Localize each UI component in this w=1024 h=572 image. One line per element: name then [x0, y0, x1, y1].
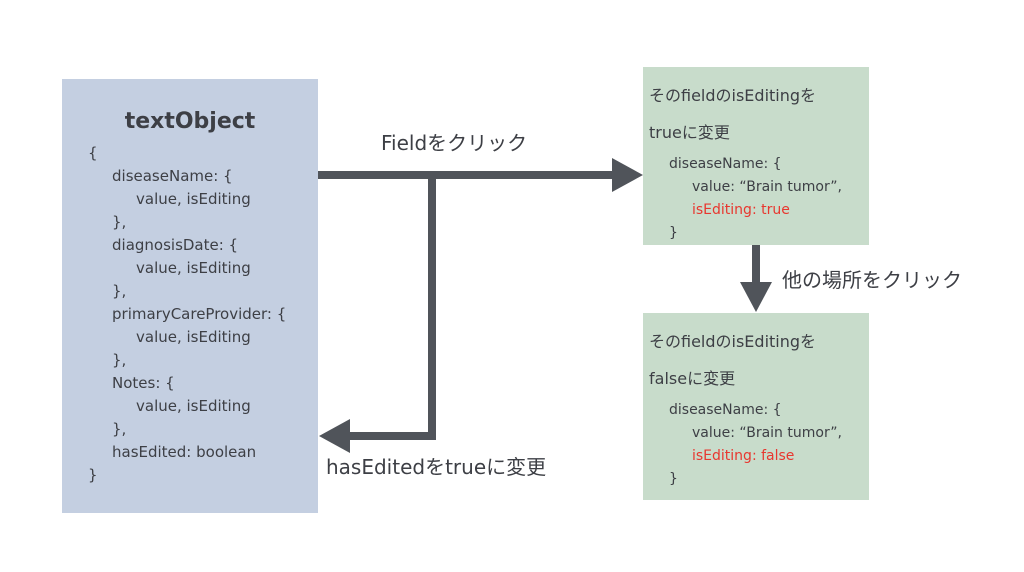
arrow-field-click-head: [612, 158, 643, 192]
code-line: },: [112, 282, 127, 300]
editing-false-box: そのfieldのisEditingを falseに変更 diseaseName:…: [643, 313, 869, 500]
code-line: }: [669, 225, 678, 241]
code-line: value, isEditing: [136, 397, 251, 415]
code-line: }: [669, 471, 678, 487]
code-line: diagnosisDate: {: [112, 236, 239, 254]
field-click-label: Fieldをクリック: [381, 131, 528, 155]
code-line: diseaseName: {: [112, 167, 233, 185]
code-line: {: [88, 144, 98, 162]
code-line: value, isEditing: [136, 328, 251, 346]
code-line: diseaseName: {: [669, 156, 782, 172]
editing-false-heading-line2: falseに変更: [649, 369, 736, 388]
arrow-other-click-head: [740, 282, 772, 312]
editing-true-box: そのfieldのisEditingを trueに変更 diseaseName: …: [643, 67, 869, 245]
editing-true-heading-line2: trueに変更: [649, 123, 730, 142]
code-line: value: “Brain tumor”,: [692, 425, 842, 441]
code-line: primaryCareProvider: {: [112, 305, 287, 323]
highlighted-code-line: isEditing: false: [692, 448, 795, 464]
has-edited-label: hasEditedをtrueに変更: [326, 455, 547, 479]
code-line: value, isEditing: [136, 190, 251, 208]
arrow-has-edited-head: [319, 419, 350, 453]
arrow-has-edited-line: [350, 175, 436, 440]
code-line: },: [112, 213, 127, 231]
code-line: },: [112, 351, 127, 369]
code-line: }: [88, 466, 98, 484]
code-line: value, isEditing: [136, 259, 251, 277]
other-click-label: 他の場所をクリック: [782, 268, 962, 292]
code-line: value: “Brain tumor”,: [692, 179, 842, 195]
code-line: hasEdited: boolean: [112, 443, 257, 461]
text-object-title: textObject: [124, 109, 256, 134]
editing-true-heading-line1: そのfieldのisEditingを: [649, 86, 817, 105]
editing-false-heading-line1: そのfieldのisEditingを: [649, 332, 817, 351]
highlighted-code-line: isEditing: true: [692, 202, 790, 218]
code-line: diseaseName: {: [669, 402, 782, 418]
code-line: Notes: {: [112, 374, 175, 392]
code-line: },: [112, 420, 127, 438]
text-object-box: textObject { diseaseName: { value, isEdi…: [62, 79, 318, 513]
